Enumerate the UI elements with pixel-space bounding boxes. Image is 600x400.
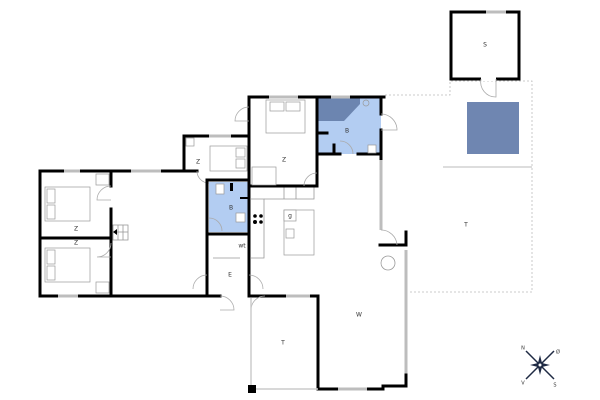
label-bedroom-center: Z [282,157,286,164]
label-bedroom-left-top: Z [74,226,78,233]
label-bedroom-left-bottom: Z [74,240,78,247]
label-terrace-bottom: T [280,340,285,347]
label-bathroom-upper: B [345,128,349,135]
kitchen [251,186,315,259]
label-wc: wt [238,243,246,250]
compass-n: N [521,346,525,352]
label-living-room: W [356,312,362,319]
compass-rose-icon: N Ø V S [521,346,560,389]
label-shed: S [483,42,487,49]
bed-left-bottom [44,247,110,294]
stairs [112,224,129,241]
upper-walls [234,95,398,188]
pool [467,102,519,154]
compass-o: Ø [556,349,560,356]
label-fridge: g [288,213,292,220]
label-terrace-right: T [463,222,468,229]
compass-s: S [553,383,556,389]
shower-upper [317,97,360,121]
left-wing-walls [38,169,212,298]
label-bathroom-lower: B [229,205,233,212]
middle-walls [192,95,264,298]
living-walls [205,160,408,393]
label-entrance: E [228,272,232,279]
shed [449,10,521,98]
compass-v: V [521,381,525,387]
bed-left-top [44,173,110,222]
small-bedroom-walls [182,134,251,184]
label-bedroom-small: Z [196,159,200,166]
